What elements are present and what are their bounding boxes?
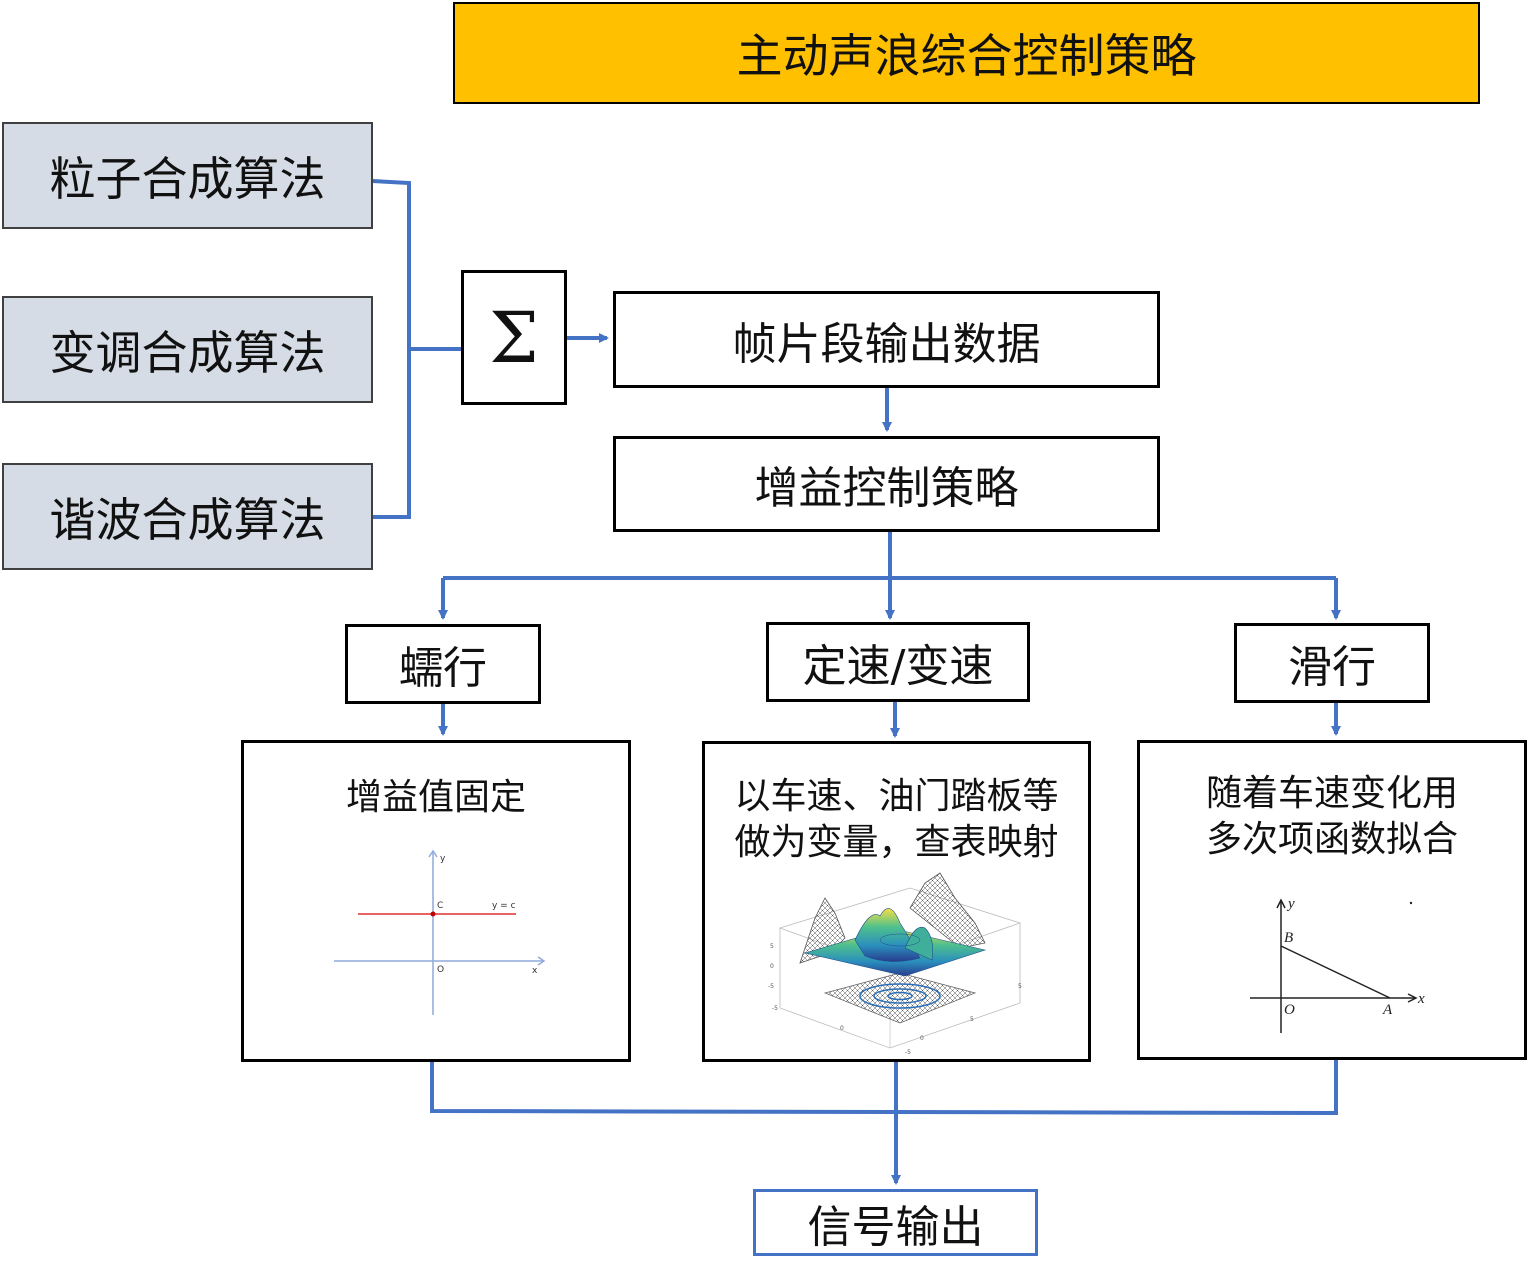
chart1-origin-label: O xyxy=(437,965,444,975)
chart3-point-a-label: A xyxy=(1382,1002,1393,1018)
chart1-y-label: y xyxy=(440,854,446,864)
panel-lookup-table-text: 以车速、油门踏板等 做为变量，查表映射 xyxy=(734,774,1058,866)
algo-harmonic-box: 谐波合成算法 xyxy=(2,463,373,570)
mode-creep-box: 蠕行 xyxy=(345,624,541,704)
panel-poly-line-1: 随着车速变化用 xyxy=(1205,773,1458,814)
signal-output-label: 信号输出 xyxy=(807,1201,984,1253)
chart1-point-c-label: C xyxy=(437,901,443,911)
frame-output-label: 帧片段输出数据 xyxy=(732,318,1041,370)
chart3-origin-label: O xyxy=(1284,1002,1295,1018)
constant-function-chart: y x O C y = c xyxy=(334,849,546,1015)
sum-box: Σ xyxy=(461,270,567,405)
panel-fixed-gain-text: 增益值固定 xyxy=(346,775,526,821)
mode-speed-box: 定速/变速 xyxy=(766,622,1030,702)
chart3-x-label: x xyxy=(1417,991,1425,1007)
frame-output-box: 帧片段输出数据 xyxy=(613,291,1160,388)
surface-tick-3: -5 xyxy=(768,983,774,990)
algo-granular-box: 粒子合成算法 xyxy=(2,122,373,229)
title-box: 主动声浪综合控制策略 xyxy=(453,2,1480,104)
algo-bracket-line xyxy=(371,179,411,519)
panel-polynomial-fit: 随着车速变化用 多次项函数拟合 xyxy=(1137,740,1527,1060)
linear-function-chart: y x O B A xyxy=(1250,896,1425,1033)
algo-granular-label: 粒子合成算法 xyxy=(49,151,326,206)
chart1-line-label: y = c xyxy=(492,901,516,911)
title-text: 主动声浪综合控制策略 xyxy=(736,29,1197,83)
surface-tick-7: 5 xyxy=(970,1016,974,1023)
panel-polynomial-fit-text: 随着车速变化用 多次项函数拟合 xyxy=(1206,771,1458,863)
algo-pitch-shift-label: 变调合成算法 xyxy=(49,325,326,380)
panel-lookup-line-2: 做为变量，查表映射 xyxy=(734,822,1059,863)
surface-tick-5: 0 xyxy=(840,1025,844,1032)
chart3-point-b-label: B xyxy=(1284,930,1293,946)
surface-tick-4: -5 xyxy=(772,1005,778,1012)
mode-speed-label: 定速/变速 xyxy=(802,641,994,692)
surface-tick-8: 0 xyxy=(920,1035,924,1042)
mode-creep-label: 蠕行 xyxy=(399,643,487,694)
mode-coast-box: 滑行 xyxy=(1234,623,1430,703)
gain-strategy-box: 增益控制策略 xyxy=(613,436,1160,532)
chart1-x-label: x xyxy=(532,966,538,976)
signal-output-box: 信号输出 xyxy=(753,1189,1038,1256)
surface-tick-2: 0 xyxy=(770,963,774,970)
chart3-y-label: y xyxy=(1286,896,1295,912)
sigma-icon: Σ xyxy=(489,296,539,379)
surface-plot-image: 5 0 -5 -5 0 5 5 0 -5 xyxy=(768,872,1022,1056)
surface-tick-6: 5 xyxy=(1018,983,1022,990)
merge-line xyxy=(430,1060,1338,1116)
surface-tick-9: -5 xyxy=(905,1049,911,1056)
panel-lookup-line-1: 以车速、油门踏板等 xyxy=(734,776,1059,817)
gain-strategy-label: 增益控制策略 xyxy=(754,463,1019,514)
panel-fixed-gain: 增益值固定 xyxy=(241,740,631,1062)
surface-tick-1: 5 xyxy=(770,943,774,950)
mode-coast-label: 滑行 xyxy=(1288,642,1376,693)
algo-pitch-shift-box: 变调合成算法 xyxy=(2,296,373,403)
panel-poly-line-2: 多次项函数拟合 xyxy=(1205,819,1458,860)
panel-fixed-gain-line-1: 增益值固定 xyxy=(345,777,526,818)
algo-harmonic-label: 谐波合成算法 xyxy=(49,492,326,547)
